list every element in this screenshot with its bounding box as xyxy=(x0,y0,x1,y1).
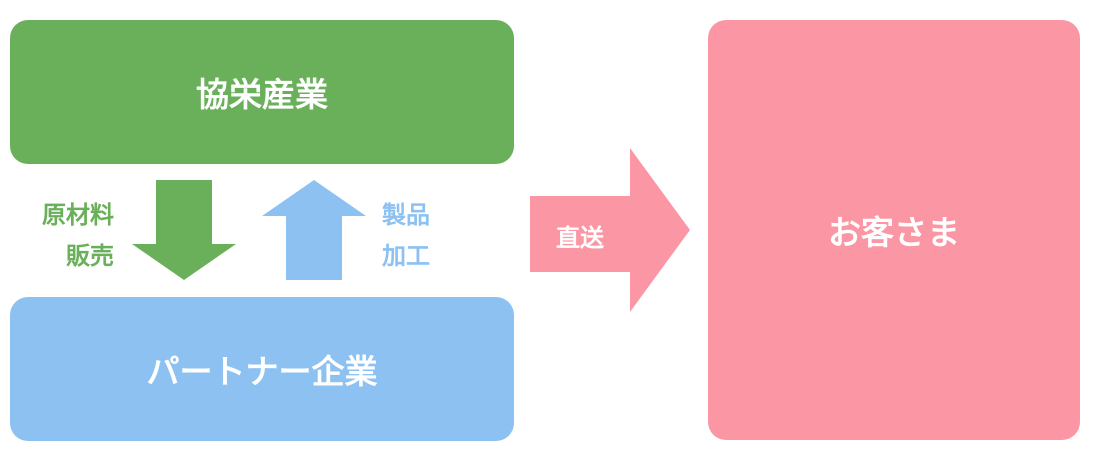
kyoei-sangyo-label: 協栄産業 xyxy=(196,75,328,114)
raw-material-sales-label: 原材料 販売 xyxy=(42,195,114,277)
sales-line: 販売 xyxy=(66,242,114,270)
processing-line: 加工 xyxy=(382,242,430,270)
raw-material-line: 原材料 xyxy=(42,201,114,229)
arrow-up-icon xyxy=(262,180,366,280)
arrow-right-icon xyxy=(530,148,690,312)
partner-company-label: パートナー企業 xyxy=(146,352,378,391)
kyoei-sangyo-box: 協栄産業 xyxy=(10,20,514,164)
product-line: 製品 xyxy=(382,201,430,229)
arrow-down-icon xyxy=(132,180,236,280)
partner-company-box: パートナー企業 xyxy=(10,297,514,441)
customer-box: お客さま xyxy=(708,20,1080,440)
product-processing-label: 製品 加工 xyxy=(382,195,430,277)
customer-label: お客さま xyxy=(828,213,960,252)
direct-delivery-label: 直送 xyxy=(556,223,604,252)
